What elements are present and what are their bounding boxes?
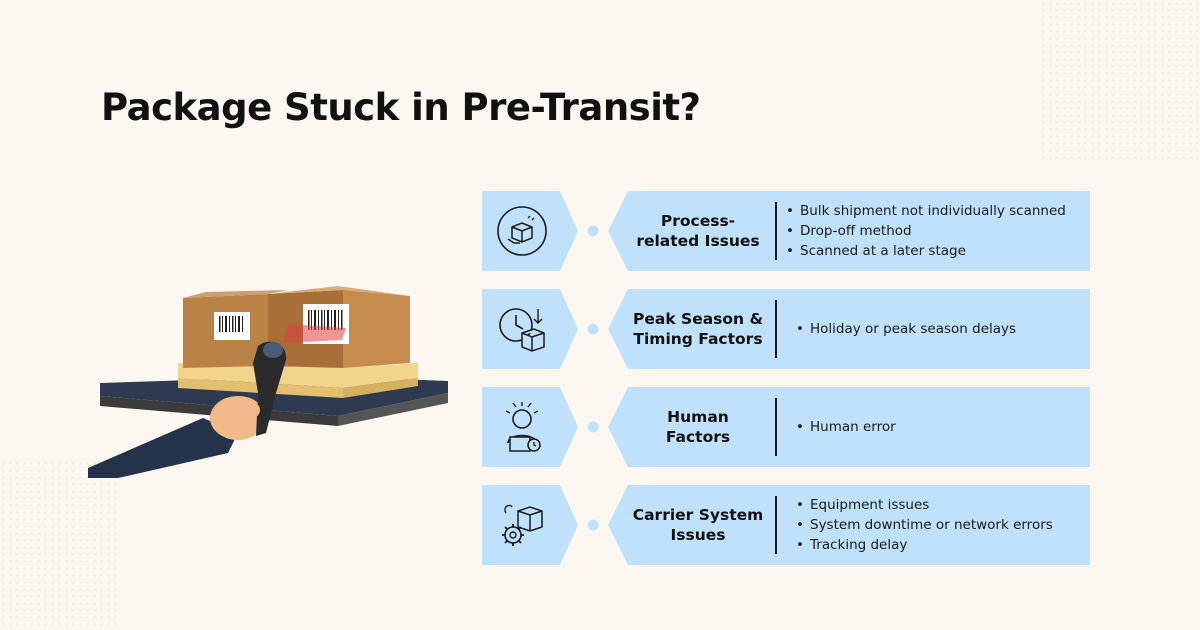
bullet-list: Human error — [792, 387, 1092, 467]
barcode-scanner-illustration — [88, 286, 448, 478]
bullet-list: Bulk shipment not individually scanned D… — [782, 191, 1082, 271]
category-label: Carrier System Issues — [632, 506, 764, 544]
issue-row-peak-season: Peak Season & Timing Factors Holiday or … — [482, 289, 1090, 369]
bullet-item: Scanned at a later stage — [782, 241, 1082, 261]
background-texture — [0, 460, 120, 630]
issue-row-human: Human Factors Human error — [482, 387, 1090, 467]
bullet-list: Equipment issues System downtime or netw… — [792, 485, 1092, 565]
stressed-worker-icon — [505, 402, 541, 452]
category-label: Human Factors — [665, 408, 731, 446]
bullet-item: System downtime or network errors — [792, 515, 1092, 535]
clock-boxes-icon — [499, 308, 545, 352]
divider — [775, 202, 777, 260]
bullet-item: Holiday or peak season delays — [792, 319, 1092, 339]
issue-row-process: Process- related Issues Bulk shipment no… — [482, 191, 1090, 271]
bullet-item: Human error — [792, 417, 1092, 437]
divider — [775, 398, 777, 456]
category-label: Process- related Issues — [636, 212, 760, 250]
divider — [775, 496, 777, 554]
gear-box-icon — [502, 504, 543, 546]
divider — [775, 300, 777, 358]
issue-row-carrier-system: Carrier System Issues Equipment issues S… — [482, 485, 1090, 565]
bullet-item: Drop-off method — [782, 221, 1082, 241]
bullet-item: Tracking delay — [792, 535, 1092, 555]
category-label: Peak Season & Timing Factors — [633, 310, 763, 348]
package-hand-icon — [497, 206, 547, 256]
bullet-list: Holiday or peak season delays — [792, 289, 1092, 369]
page-title: Package Stuck in Pre-Transit? — [101, 86, 701, 129]
bullet-item: Bulk shipment not individually scanned — [782, 201, 1082, 221]
background-texture — [1040, 0, 1200, 160]
bullet-item: Equipment issues — [792, 495, 1092, 515]
